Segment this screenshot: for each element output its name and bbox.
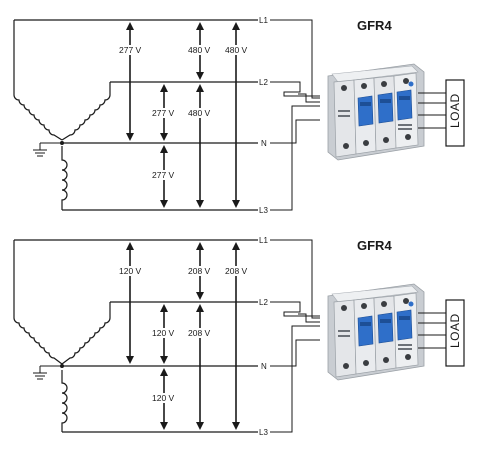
diagram-bottom: L1 L2 N L3 120 <box>13 236 465 437</box>
voltage-l1-l3: 208 V <box>225 266 248 276</box>
load-box <box>445 299 465 367</box>
line-label-l1: L1 <box>259 16 268 25</box>
load-label: LOAD <box>448 93 462 128</box>
line-label-l3: L3 <box>259 206 268 215</box>
voltage-l1-l3: 480 V <box>225 45 248 55</box>
line-label-l1: L1 <box>259 236 268 245</box>
voltage-n-l3: 120 V <box>152 393 175 403</box>
diagram-top: L1 L2 N L3 <box>13 16 465 215</box>
load-label: LOAD <box>448 313 462 348</box>
ground-icon <box>33 142 62 157</box>
voltage-n-l3: 277 V <box>152 170 175 180</box>
voltage-arrows-top <box>126 22 240 208</box>
voltage-l1-l2: 480 V <box>188 45 211 55</box>
voltage-l2-n: 120 V <box>152 328 175 338</box>
line-label-l3: L3 <box>259 428 268 437</box>
voltage-l2-n: 277 V <box>152 108 175 118</box>
coil-icon <box>13 20 111 210</box>
line-label-l2: L2 <box>259 78 268 87</box>
ground-icon <box>33 365 62 380</box>
breaker-icon <box>327 63 425 161</box>
device-title: GFR4 <box>357 238 392 253</box>
line-label-n: N <box>261 362 267 371</box>
voltage-l2-l3: 208 V <box>188 328 211 338</box>
load-wires <box>418 92 446 129</box>
load-box <box>445 79 465 147</box>
voltage-arrows-bottom <box>126 242 240 430</box>
breaker-icon <box>327 283 425 381</box>
voltage-l1-n: 120 V <box>119 266 142 276</box>
voltage-l2-l3: 480 V <box>188 108 211 118</box>
coil-icon <box>13 240 111 432</box>
voltage-l1-l2: 208 V <box>188 266 211 276</box>
line-label-l2: L2 <box>259 298 268 307</box>
line-label-n: N <box>261 139 267 148</box>
load-wires <box>418 312 446 349</box>
voltage-l1-n: 277 V <box>119 45 142 55</box>
device-title: GFR4 <box>357 18 392 33</box>
